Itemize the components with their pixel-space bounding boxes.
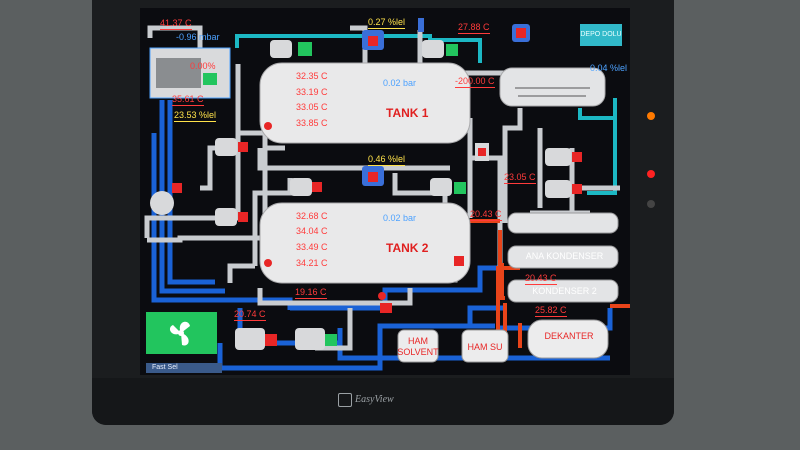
tank-1-pressure: 0.02 bar bbox=[383, 78, 417, 88]
process-diagram bbox=[144, 18, 630, 371]
tank-2-temp-1: 32.68 C bbox=[296, 211, 328, 221]
top-right-level: 0.04 %lel bbox=[590, 63, 628, 73]
top-right-temp: 27.88 C bbox=[458, 22, 490, 34]
hmi-bezel-bottom bbox=[92, 378, 674, 425]
ham-su-label: HAM SU bbox=[467, 342, 503, 352]
pumps bbox=[150, 40, 582, 350]
depo-status-badge: DEPO DOLU bbox=[580, 24, 622, 46]
top-left-percent: 0.00% bbox=[190, 61, 216, 71]
red-pipes bbox=[470, 219, 630, 353]
top-left-pressure: -0.96 mbar bbox=[176, 32, 220, 42]
fast-select-button[interactable]: Fast Sel bbox=[146, 363, 222, 373]
tank-1-temp-1: 32.35 C bbox=[296, 71, 328, 81]
top-left-temp-2: 35.61 C bbox=[172, 94, 204, 106]
status-indicator-icon bbox=[647, 170, 655, 178]
power-indicator-icon[interactable] bbox=[647, 112, 655, 120]
receiver-coil bbox=[515, 87, 590, 97]
vacuum-unit-inner bbox=[156, 58, 201, 88]
condenser-2-label: KONDENSER 2 bbox=[532, 286, 597, 296]
right-temp-3: 20.43 C bbox=[525, 273, 557, 285]
tank-2-temp-4: 34.21 C bbox=[296, 258, 328, 268]
side-button-icon[interactable] bbox=[647, 200, 655, 208]
tank-1-temp-4: 33.85 C bbox=[296, 118, 328, 128]
tank-2-label: TANK 2 bbox=[386, 241, 429, 255]
ham-solvent-label: HAM SOLVENT bbox=[397, 336, 439, 357]
tank-2-shape bbox=[259, 202, 471, 284]
top-left-temp-1: 41.37 C bbox=[160, 18, 192, 30]
tank-2-temp-3: 33.49 C bbox=[296, 242, 328, 252]
brand-logo-icon bbox=[338, 393, 352, 407]
tank-2-level: 0.46 %lel bbox=[368, 154, 406, 166]
tank-1-temp-3: 33.05 C bbox=[296, 102, 328, 112]
bottom-temp-1: 19.16 C bbox=[295, 287, 327, 299]
tank-1-shape bbox=[259, 62, 471, 144]
top-center-level: 0.27 %lel bbox=[368, 17, 406, 29]
valves bbox=[264, 18, 530, 313]
fan-icon bbox=[169, 321, 190, 346]
right-temp-2: 20.43 C bbox=[470, 209, 502, 221]
bottom-temp-2: 20.74 C bbox=[234, 309, 266, 321]
fan-panel[interactable] bbox=[146, 312, 217, 354]
condenser-2-shape bbox=[507, 279, 619, 303]
top-left-level: 23.53 %lel bbox=[174, 110, 217, 122]
tank-1-temp-2: 33.19 C bbox=[296, 87, 328, 97]
dekanter-label: DEKANTER bbox=[544, 331, 594, 341]
vacuum-unit-indicator bbox=[203, 73, 217, 85]
right-temp-4: 25.82 C bbox=[535, 305, 567, 317]
dekanter-vessel bbox=[527, 319, 609, 359]
brand-label: EasyView bbox=[355, 394, 394, 405]
ham-solvent-vessel bbox=[397, 329, 439, 363]
tank-2-temp-2: 34.04 C bbox=[296, 226, 328, 236]
hmi-screen: 41.37 C -0.96 mbar 0.00% 35.61 C 23.53 %… bbox=[140, 8, 630, 375]
right-temp-1: 23.05 C bbox=[504, 172, 536, 184]
ana-condenser-shape bbox=[507, 245, 619, 269]
ham-su-vessel bbox=[461, 329, 509, 363]
tank-1-label: TANK 1 bbox=[386, 106, 429, 120]
ana-condenser-label: ANA KONDENSER bbox=[525, 251, 604, 261]
top-right-pressure: -200.00 C bbox=[455, 76, 495, 88]
tank-2-pressure: 0.02 bar bbox=[383, 213, 417, 223]
condenser-top-shape bbox=[507, 212, 619, 234]
